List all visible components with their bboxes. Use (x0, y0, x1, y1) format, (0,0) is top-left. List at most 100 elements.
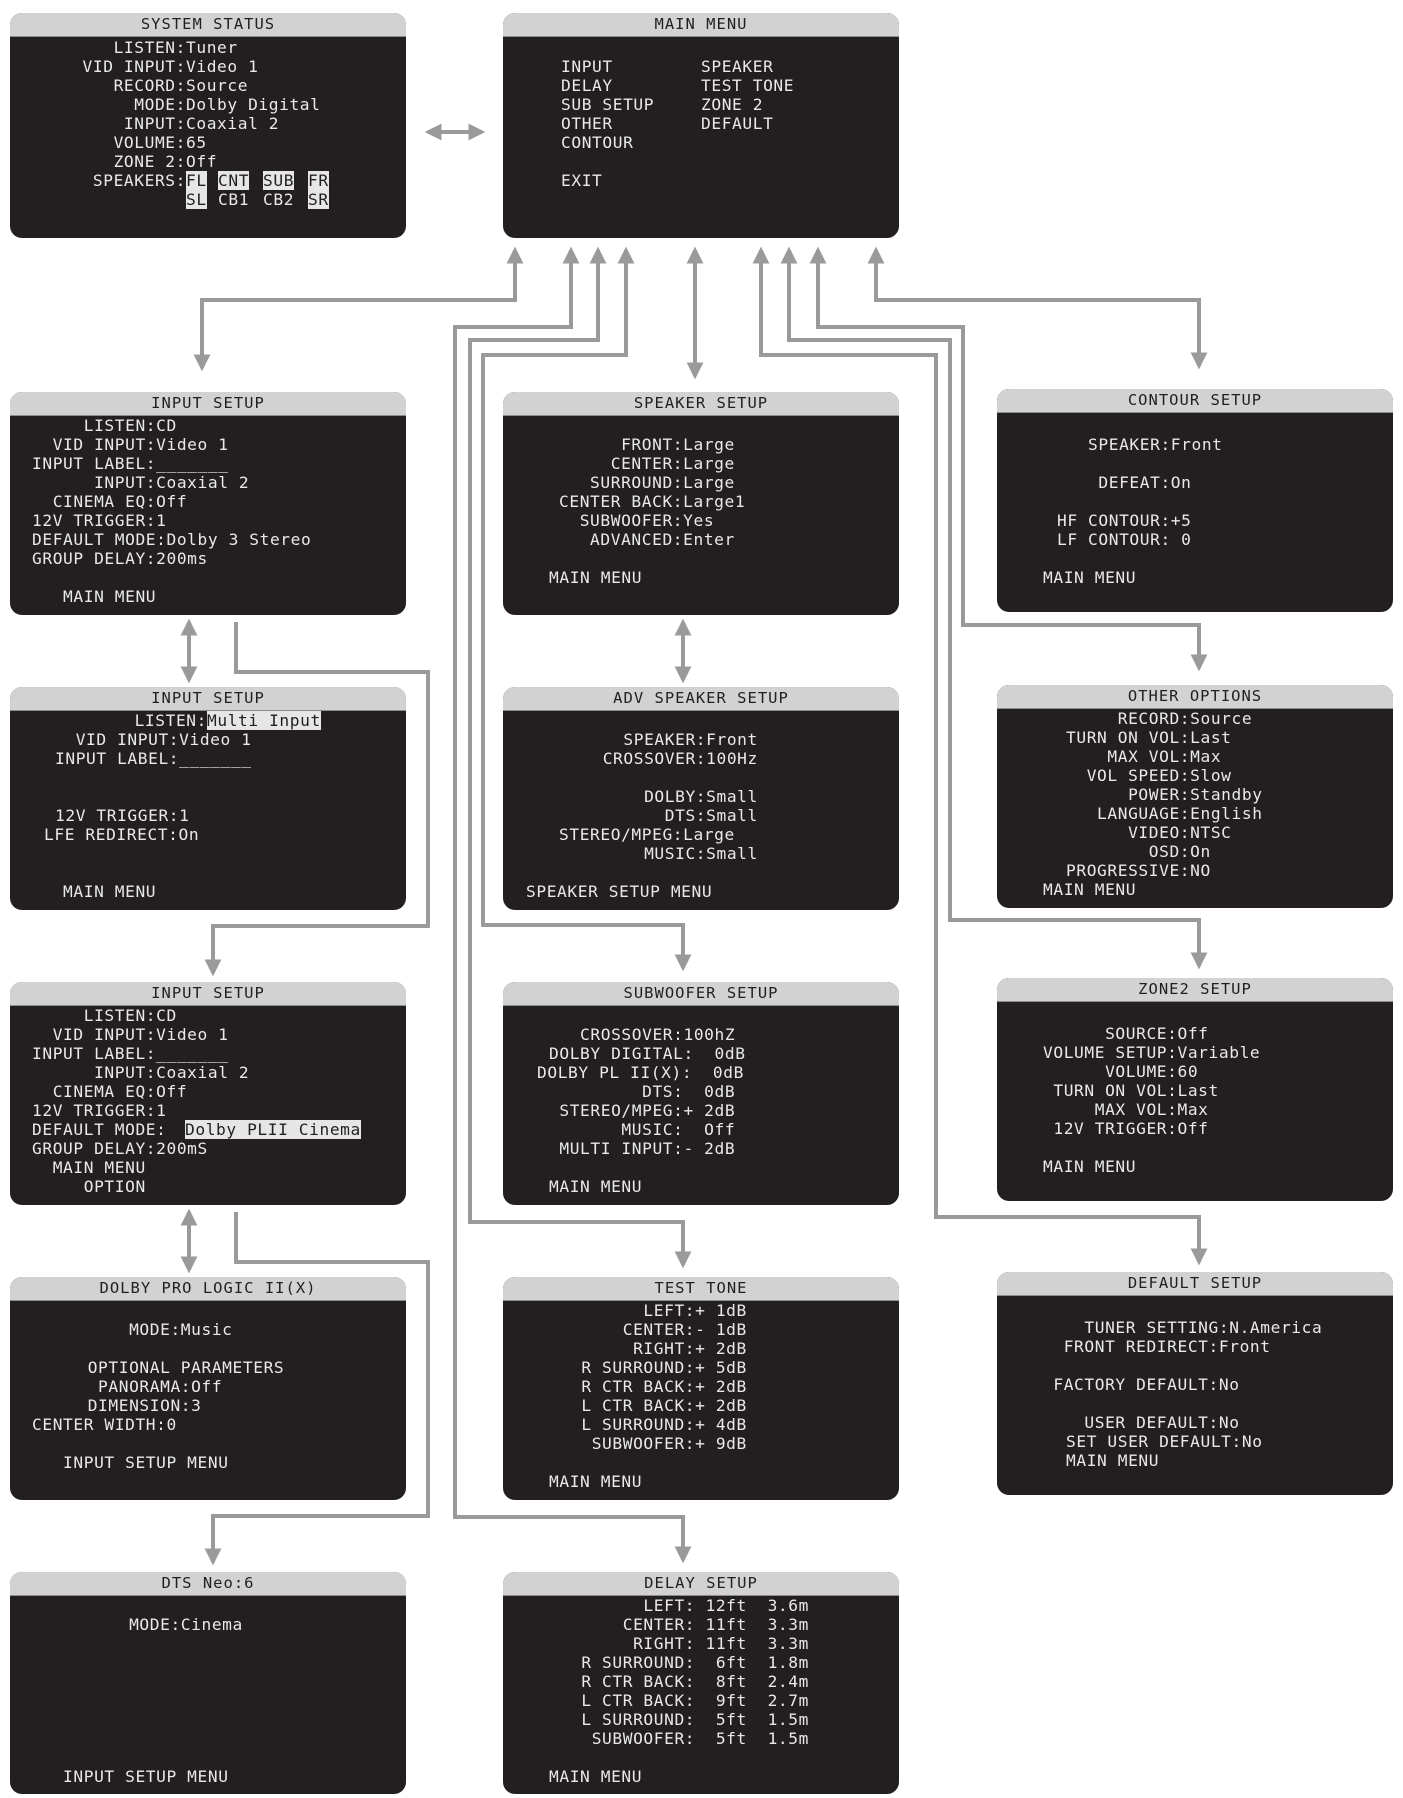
stereo-mpeg-line: STEREO/MPEG:+ 2dB (549, 1101, 736, 1120)
menu-item-contour[interactable]: CONTOUR (561, 133, 634, 152)
menu-item-other[interactable]: OTHER (561, 114, 613, 133)
turn-on-vol-line: TURN ON VOL:Last (1066, 728, 1232, 747)
right-line: RIGHT:+ 2dB (571, 1339, 747, 1358)
dts-neo6-screen: DTS Neo:6 MODE:Cinema INPUT SETUP MENU (10, 1572, 406, 1794)
menu-item-input[interactable]: INPUT (561, 57, 613, 76)
dolby-pl2-line: DOLBY PL II(X): 0dB (537, 1063, 744, 1082)
main-menu-link[interactable]: MAIN MENU (1043, 1157, 1137, 1176)
screen-title: DTS Neo:6 (10, 1572, 406, 1596)
listen-line: LISTEN:CD (32, 416, 177, 435)
center-line: CENTER:- 1dB (571, 1320, 747, 1339)
advanced-line[interactable]: ADVANCED:Enter (559, 530, 735, 549)
progressive-line: PROGRESSIVE:NO (1066, 861, 1211, 880)
input-label-line: INPUT LABEL:_______ (32, 454, 229, 473)
speaker-badge-sub: SUB (263, 171, 295, 190)
right-line: RIGHT: 11ft 3.3m (571, 1634, 809, 1653)
turn-on-vol-line: TURN ON VOL:Last (1043, 1081, 1219, 1100)
hf-contour-line: HF CONTOUR:+5 (1057, 511, 1192, 530)
arrow-main-testtone (468, 246, 692, 1269)
arrow-main-other (809, 246, 1208, 672)
default-mode-label: DEFAULT MODE: (32, 1120, 167, 1139)
screen-title: TEST TONE (503, 1277, 899, 1301)
input-value: Coaxial 2 (186, 114, 280, 133)
main-menu-link[interactable]: MAIN MENU (32, 1158, 146, 1177)
default-mode-line: DEFAULT MODE:Dolby 3 Stereo (32, 530, 312, 549)
main-menu-link[interactable]: MAIN MENU (1043, 568, 1137, 587)
main-menu-link[interactable]: MAIN MENU (549, 1472, 643, 1491)
group-delay-line: GROUP DELAY:200mS (32, 1139, 208, 1158)
vol-speed-line: VOL SPEED:Slow (1066, 766, 1232, 785)
max-vol-line: MAX VOL:Max (1066, 747, 1222, 766)
menu-item-exit[interactable]: EXIT (561, 171, 603, 190)
main-menu-link[interactable]: MAIN MENU (549, 568, 643, 587)
zone2-setup-screen: ZONE2 SETUP SOURCE:Off VOLUME SETUP:Vari… (997, 978, 1393, 1201)
menu-item-test-tone[interactable]: TEST TONE (701, 76, 795, 95)
arrow-input3-dts (204, 1212, 430, 1566)
speaker-setup-screen: SPEAKER SETUP FRONT:Large CENTER:Large S… (503, 392, 899, 615)
screen-title: SUBWOOFER SETUP (503, 982, 899, 1006)
l-surround-line: L SURROUND: 5ft 1.5m (571, 1710, 809, 1729)
user-default-line: USER DEFAULT:No (1043, 1413, 1240, 1432)
screen-title: MAIN MENU (503, 13, 899, 37)
arrow-main-subwoofer (481, 246, 692, 972)
listen-line: LISTEN:CD (32, 1006, 177, 1025)
contour-setup-screen: CONTOUR SETUP SPEAKER:Front DEFEAT:On HF… (997, 389, 1393, 612)
osd-line: OSD:On (1066, 842, 1211, 861)
input-setup-menu-link[interactable]: INPUT SETUP MENU (32, 1767, 229, 1786)
optional-parameters-heading: OPTIONAL PARAMETERS (67, 1358, 285, 1377)
subwoofer-line: SUBWOOFER:+ 9dB (571, 1434, 747, 1453)
main-menu-link[interactable]: MAIN MENU (1043, 880, 1137, 899)
main-menu-link[interactable]: MAIN MENU (32, 587, 157, 606)
main-menu-link[interactable]: MAIN MENU (1066, 1451, 1160, 1470)
volume-line: VOLUME:60 (1043, 1062, 1199, 1081)
menu-item-default[interactable]: DEFAULT (701, 114, 774, 133)
menu-item-sub-setup[interactable]: SUB SETUP (561, 95, 655, 114)
subwoofer-line: SUBWOOFER:Yes (559, 511, 715, 530)
cinema-eq-line: CINEMA EQ:Off (32, 1082, 188, 1101)
record-label: RECORD: (113, 76, 186, 95)
input-line: INPUT:Coaxial 2 (32, 1063, 250, 1082)
stereo-mpeg-line: STEREO/MPEG:Large (559, 825, 735, 844)
screen-title: DOLBY PRO LOGIC II(X) (10, 1277, 406, 1301)
main-menu-link[interactable]: MAIN MENU (549, 1767, 643, 1786)
main-menu-screen: MAIN MENU INPUT DELAY SUB SETUP OTHER CO… (503, 13, 899, 238)
surround-line: SURROUND:Large (559, 473, 735, 492)
vid-input-line: VID INPUT:Video 1 (55, 730, 252, 749)
speaker-badge-fr: FR (308, 171, 329, 190)
trigger-line: 12V TRIGGER:1 (32, 1101, 167, 1120)
r-surround-line: R SURROUND: 6ft 1.8m (571, 1653, 809, 1672)
option-link[interactable]: OPTION (32, 1177, 146, 1196)
vid-input-label: VID INPUT: (82, 57, 186, 76)
speaker-label-cb1: CB1 (218, 190, 250, 209)
listen-label: LISTEN: (134, 711, 207, 730)
menu-item-zone2[interactable]: ZONE 2 (701, 95, 764, 114)
group-delay-line: GROUP DELAY:200ms (32, 549, 208, 568)
trigger-line: 12V TRIGGER:Off (1043, 1119, 1209, 1138)
speaker-line: SPEAKER:Front (582, 730, 758, 749)
lf-contour-line: LF CONTOUR: 0 (1057, 530, 1192, 549)
main-menu-link[interactable]: MAIN MENU (32, 882, 157, 901)
menu-item-speaker[interactable]: SPEAKER (701, 57, 774, 76)
multi-input-line: MULTI INPUT:- 2dB (549, 1139, 736, 1158)
zone2-value: Off (186, 152, 218, 171)
volume-setup-line: VOLUME SETUP:Variable (1043, 1043, 1261, 1062)
arrow-main-input (193, 246, 524, 372)
speaker-badge-fl: FL (186, 171, 207, 190)
panorama-line: PANORAMA:Off (67, 1377, 223, 1396)
mode-label: MODE: (134, 95, 186, 114)
tuner-setting-line: TUNER SETTING:N.America (1043, 1318, 1323, 1337)
screen-title: CONTOUR SETUP (997, 389, 1393, 413)
zone2-label: ZONE 2: (113, 152, 186, 171)
main-menu-link[interactable]: MAIN MENU (549, 1177, 643, 1196)
left-line: LEFT:+ 1dB (571, 1301, 747, 1320)
speaker-setup-menu-link[interactable]: SPEAKER SETUP MENU (526, 882, 713, 901)
center-back-line: CENTER BACK:Large1 (559, 492, 746, 511)
front-redirect-line: FRONT REDIRECT:Front (1043, 1337, 1271, 1356)
record-line: RECORD:Source (1066, 709, 1253, 728)
speaker-badge-cnt: CNT (218, 171, 250, 190)
input-setup-menu-link[interactable]: INPUT SETUP MENU (32, 1453, 229, 1472)
input-setup-screen-3: INPUT SETUP LISTEN:CD VID INPUT:Video 1 … (10, 982, 406, 1205)
menu-item-delay[interactable]: DELAY (561, 76, 613, 95)
l-surround-line: L SURROUND:+ 4dB (571, 1415, 747, 1434)
center-line: CENTER:Large (559, 454, 735, 473)
